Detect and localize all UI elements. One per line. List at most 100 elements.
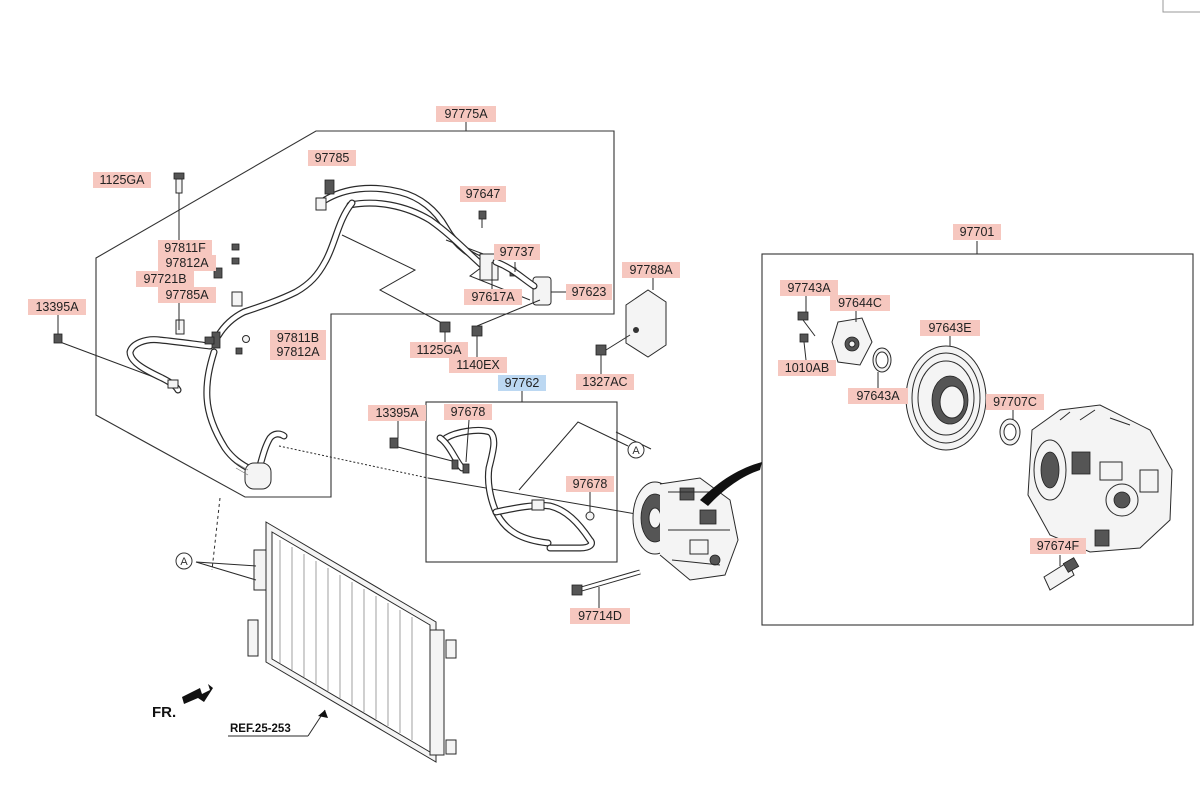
bolt-97714D: [571, 569, 641, 596]
pressure-valve-97674F: [1043, 557, 1080, 591]
label-97647-text: 97647: [466, 187, 501, 201]
o-ring-97678: [585, 511, 595, 521]
label-97743A-text: 97743A: [787, 281, 831, 295]
label-97617A[interactable]: 97617A: [464, 289, 522, 305]
corner-widget[interactable]: [1162, 0, 1200, 13]
label-97701-text: 97701: [960, 225, 995, 239]
label-97811F-text: 97811F: [164, 241, 206, 255]
label-97714D-text: 97714D: [578, 609, 622, 623]
label-97721B-text: 97721B: [143, 272, 186, 286]
label-97785A-text: 97785A: [165, 288, 209, 302]
reference-note: REF.25-253: [228, 709, 328, 737]
muffler-part: [235, 462, 272, 490]
compressor-assembled: [632, 477, 739, 581]
label-97707C-text: 97707C: [993, 395, 1037, 409]
label-1327AC-text: 1327AC: [582, 375, 627, 389]
label-97785[interactable]: 97785: [308, 150, 356, 166]
detail-pointer-arrow: [700, 462, 762, 506]
label-97785-text: 97785: [315, 151, 350, 165]
label-1010AB-text: 1010AB: [785, 361, 829, 375]
part-labels: 97775A 97785 1125GA 97647 97811F 97812A …: [28, 106, 1086, 624]
pulley-97643E: [905, 345, 987, 451]
label-97811B-text: 97811B: [277, 331, 319, 345]
shim-ring-97643A: [872, 347, 892, 373]
leader-13395A-mid: [393, 445, 457, 463]
label-97674F[interactable]: 97674F: [1030, 538, 1086, 554]
hose-fittings: [167, 267, 243, 389]
label-97811B[interactable]: 97811B: [270, 330, 326, 346]
dash-condenser-link: [211, 497, 221, 571]
bolt-97743A: [797, 311, 816, 337]
label-97678-a-text: 97678: [451, 405, 486, 419]
hub-plate-97644C: [831, 317, 873, 366]
label-97785A[interactable]: 97785A: [158, 287, 216, 303]
label-97812A-low[interactable]: 97812A: [270, 344, 326, 360]
seal-ring-97707C: [999, 418, 1021, 446]
label-97812A-top-text: 97812A: [165, 256, 209, 270]
label-97678-b-text: 97678: [573, 477, 608, 491]
front-indicator-text: FR.: [152, 704, 176, 721]
nut-1327AC: [595, 334, 631, 356]
label-97647[interactable]: 97647: [460, 186, 506, 202]
label-1125GA-top[interactable]: 1125GA: [93, 172, 151, 188]
label-97812A-top[interactable]: 97812A: [158, 255, 216, 271]
label-97737[interactable]: 97737: [494, 244, 540, 260]
label-97762[interactable]: 97762: [498, 375, 546, 391]
bolt-97647: [478, 210, 487, 228]
bracket-cover-97788A: [625, 289, 667, 358]
label-97678-b[interactable]: 97678: [566, 476, 614, 492]
label-97643E-text: 97643E: [928, 321, 971, 335]
label-1125GA-mid-text: 1125GA: [417, 343, 463, 357]
label-13395A-mid[interactable]: 13395A: [368, 405, 426, 421]
bolt-13395A-left: [53, 333, 63, 344]
leader-97678-a: [465, 419, 470, 463]
condenser: [247, 521, 457, 763]
label-97643E[interactable]: 97643E: [920, 320, 980, 336]
label-97737-text: 97737: [500, 245, 535, 259]
label-97788A-text: 97788A: [629, 263, 673, 277]
bolt-1010AB: [799, 333, 809, 361]
hose-group-box: [95, 130, 615, 498]
label-1140EX-text: 1140EX: [456, 358, 500, 372]
label-97743A[interactable]: 97743A: [780, 280, 838, 296]
label-97643A[interactable]: 97643A: [848, 388, 908, 404]
marker-a-right: A: [627, 441, 645, 459]
dash-hose-link: [278, 445, 429, 479]
label-97644C-text: 97644C: [838, 296, 882, 310]
label-1125GA-top-text: 1125GA: [100, 173, 146, 187]
label-97775A[interactable]: 97775A: [436, 106, 496, 122]
label-97714D[interactable]: 97714D: [570, 608, 630, 624]
compressor-body: [1027, 404, 1173, 553]
reference-note-text: REF.25-253: [230, 723, 291, 735]
label-1327AC[interactable]: 1327AC: [576, 374, 634, 390]
label-97775A-text: 97775A: [444, 107, 488, 121]
dash-guide-1: [341, 234, 441, 323]
marker-a-line-1: [195, 561, 257, 567]
label-97644C[interactable]: 97644C: [830, 295, 890, 311]
bolt-13395A-mid: [389, 437, 399, 449]
label-97762-text: 97762: [505, 376, 540, 390]
front-arrow-icon: [182, 684, 213, 704]
bolt-1125GA-top: [173, 172, 185, 194]
label-1140EX[interactable]: 1140EX: [449, 357, 507, 373]
label-97812A-low-text: 97812A: [276, 345, 320, 359]
marker-a-left: A: [175, 552, 193, 570]
label-97623[interactable]: 97623: [566, 284, 612, 300]
bolts-mid: [439, 299, 541, 358]
front-indicator: FR.: [152, 684, 213, 721]
condenser-fins: [279, 540, 413, 740]
label-97811F[interactable]: 97811F: [158, 240, 212, 256]
label-1010AB[interactable]: 1010AB: [778, 360, 836, 376]
label-97707C[interactable]: 97707C: [986, 394, 1044, 410]
pressure-sensor-97785: [315, 179, 335, 211]
label-97701[interactable]: 97701: [953, 224, 1001, 240]
service-valves: [231, 243, 250, 355]
hose-to-compressor-line: [427, 477, 643, 516]
label-97788A[interactable]: 97788A: [622, 262, 680, 278]
label-97678-a[interactable]: 97678: [444, 404, 492, 420]
label-1125GA-mid[interactable]: 1125GA: [410, 342, 468, 358]
label-97721B[interactable]: 97721B: [136, 271, 194, 287]
label-13395A-left[interactable]: 13395A: [28, 299, 86, 315]
dash-guide-3: [518, 421, 629, 491]
